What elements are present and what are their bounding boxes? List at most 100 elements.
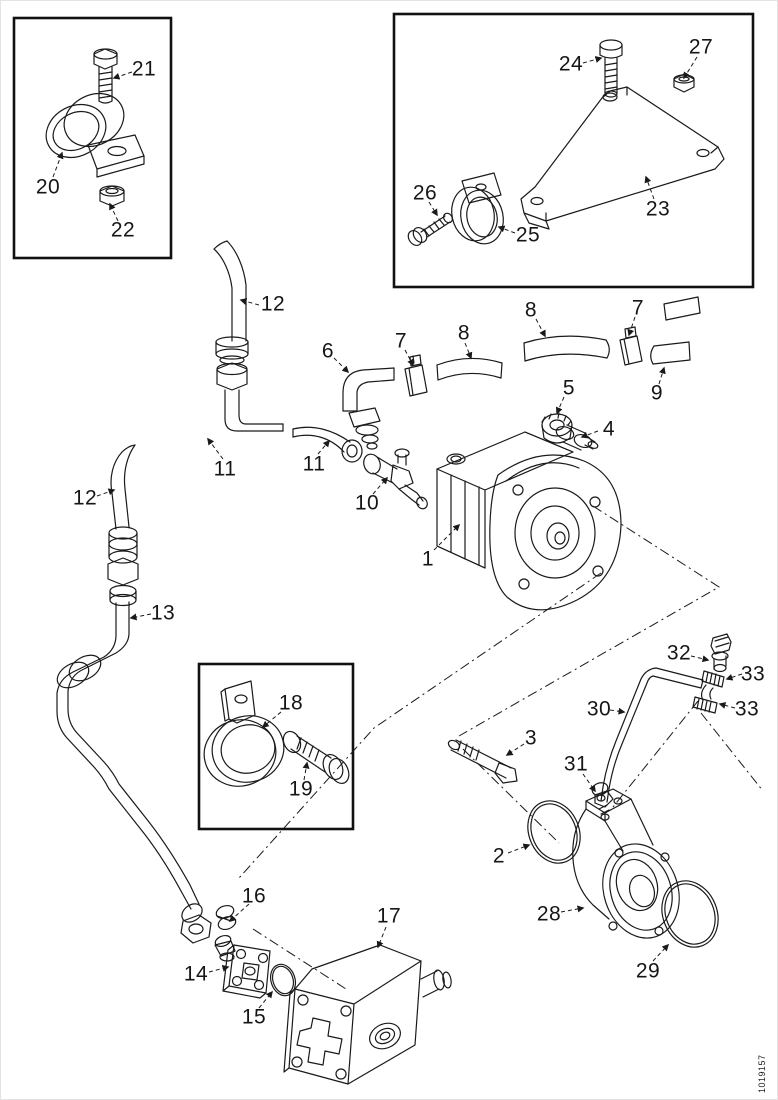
part-callout-2: 2 (493, 845, 505, 868)
fitting-16-drawing (214, 904, 237, 962)
callout-leader-1 (433, 523, 461, 551)
alignment-line-2 (238, 572, 602, 879)
bolt-24-drawing (599, 39, 623, 98)
pump-17-drawing (283, 944, 452, 1085)
callout-leader-24 (582, 56, 603, 64)
bolt-26-drawing (407, 212, 453, 247)
callout-leader-12 (239, 298, 260, 306)
alignment-line-1 (458, 505, 720, 737)
part-callout-4: 4 (603, 418, 615, 441)
callout-leader-13 (129, 613, 152, 621)
clamp-18-drawing (203, 680, 285, 787)
fitting-4-drawing (555, 424, 599, 451)
inset-box-border (392, 12, 755, 289)
clamp-7b-drawing (619, 326, 643, 366)
hose-9-drawing (650, 296, 701, 365)
alignment-line-4 (252, 928, 347, 990)
callout-leader-19 (302, 761, 310, 781)
part-callout-7: 7 (632, 297, 644, 320)
clamp-25-drawing (451, 172, 504, 245)
part-callout-12: 12 (73, 487, 97, 510)
part-callout-24: 24 (559, 53, 583, 76)
o-ring-2-drawing (527, 800, 581, 864)
callout-leader-14 (208, 965, 230, 973)
part-callout-30: 30 (587, 698, 611, 721)
part-callout-3: 3 (525, 727, 537, 750)
callout-leader-23 (644, 175, 655, 200)
callout-leader-5 (555, 396, 565, 415)
tube-11-drawing (292, 426, 363, 463)
inset-clamp-detail (12, 16, 173, 260)
inset-clamp18-detail (197, 662, 355, 831)
part-callout-19: 19 (289, 778, 313, 801)
fitting-3-drawing (447, 739, 518, 784)
callout-leader-10 (372, 476, 388, 495)
callout-leader-3 (505, 743, 525, 756)
callout-leader-12 (96, 488, 116, 497)
clamp-7-drawing (404, 354, 428, 397)
drawing-number: 1019157 (757, 1054, 767, 1093)
callout-leader-17 (376, 926, 387, 949)
part-callout-1: 1 (422, 548, 434, 571)
tube-30-drawing (600, 667, 704, 803)
part-callout-20: 20 (36, 176, 60, 199)
callout-leader-30 (609, 707, 626, 715)
callout-leader-18 (261, 711, 282, 728)
callout-leader-11 (317, 439, 330, 455)
part-callout-5: 5 (563, 377, 575, 400)
callout-leader-6 (333, 357, 350, 374)
part-callout-15: 15 (242, 1006, 266, 1029)
callout-leader-22 (109, 202, 119, 222)
ferrule-33b-drawing (692, 696, 718, 714)
part-callout-8: 8 (458, 322, 470, 345)
part-callout-8: 8 (525, 299, 537, 322)
tube-13-drawing (56, 601, 212, 944)
part-callout-33: 33 (735, 698, 759, 721)
part-callout-33: 33 (741, 663, 765, 686)
part-callout-27: 27 (689, 36, 713, 59)
callout-leader-4 (580, 430, 599, 439)
nut-5-drawing (541, 412, 573, 444)
clamp-20-drawing (45, 92, 145, 178)
ferrule-33a-drawing (700, 670, 725, 701)
o-ring-29-drawing (661, 880, 719, 948)
hose-6-drawing (342, 367, 395, 450)
nut-27-drawing (673, 73, 695, 93)
part-callout-11: 11 (303, 453, 326, 476)
nut-22-drawing (99, 185, 125, 207)
tube-12-left-drawing (107, 444, 139, 607)
tube-12-upper-drawing (213, 240, 284, 432)
part-callout-29: 29 (636, 960, 660, 983)
callout-leader-25 (497, 225, 516, 234)
pump-1-drawing (436, 431, 622, 611)
callout-leader-33 (725, 673, 743, 681)
part-callout-7: 7 (395, 330, 407, 353)
part-callout-26: 26 (413, 182, 437, 205)
hose-8-left-drawing (436, 357, 503, 381)
part-callout-22: 22 (111, 219, 135, 242)
part-callout-13: 13 (151, 602, 175, 625)
part-callout-14: 14 (184, 963, 208, 986)
callout-leader-9 (658, 366, 666, 385)
callout-leader-31 (582, 773, 596, 793)
part-callout-18: 18 (279, 692, 303, 715)
bolt-19-drawing (282, 730, 350, 784)
part-callout-32: 32 (667, 642, 691, 665)
callout-leader-7 (627, 316, 636, 337)
callout-leader-16 (228, 903, 250, 923)
callout-leader-2 (507, 843, 531, 854)
part-callout-17: 17 (377, 905, 401, 928)
alignment-line-5 (462, 748, 560, 844)
inset-bracket-detail (392, 12, 755, 289)
bolt-21-drawing (93, 48, 118, 104)
callout-leader-29 (652, 943, 670, 962)
callout-leader-11 (207, 437, 224, 460)
part-callout-25: 25 (516, 224, 540, 247)
alignment-line-6 (700, 712, 764, 792)
callout-leader-21 (112, 71, 133, 80)
part-callout-11: 11 (214, 458, 237, 481)
alignment-line-3 (612, 700, 699, 808)
o-ring-15-drawing (269, 963, 297, 997)
part-callout-21: 21 (132, 58, 156, 81)
